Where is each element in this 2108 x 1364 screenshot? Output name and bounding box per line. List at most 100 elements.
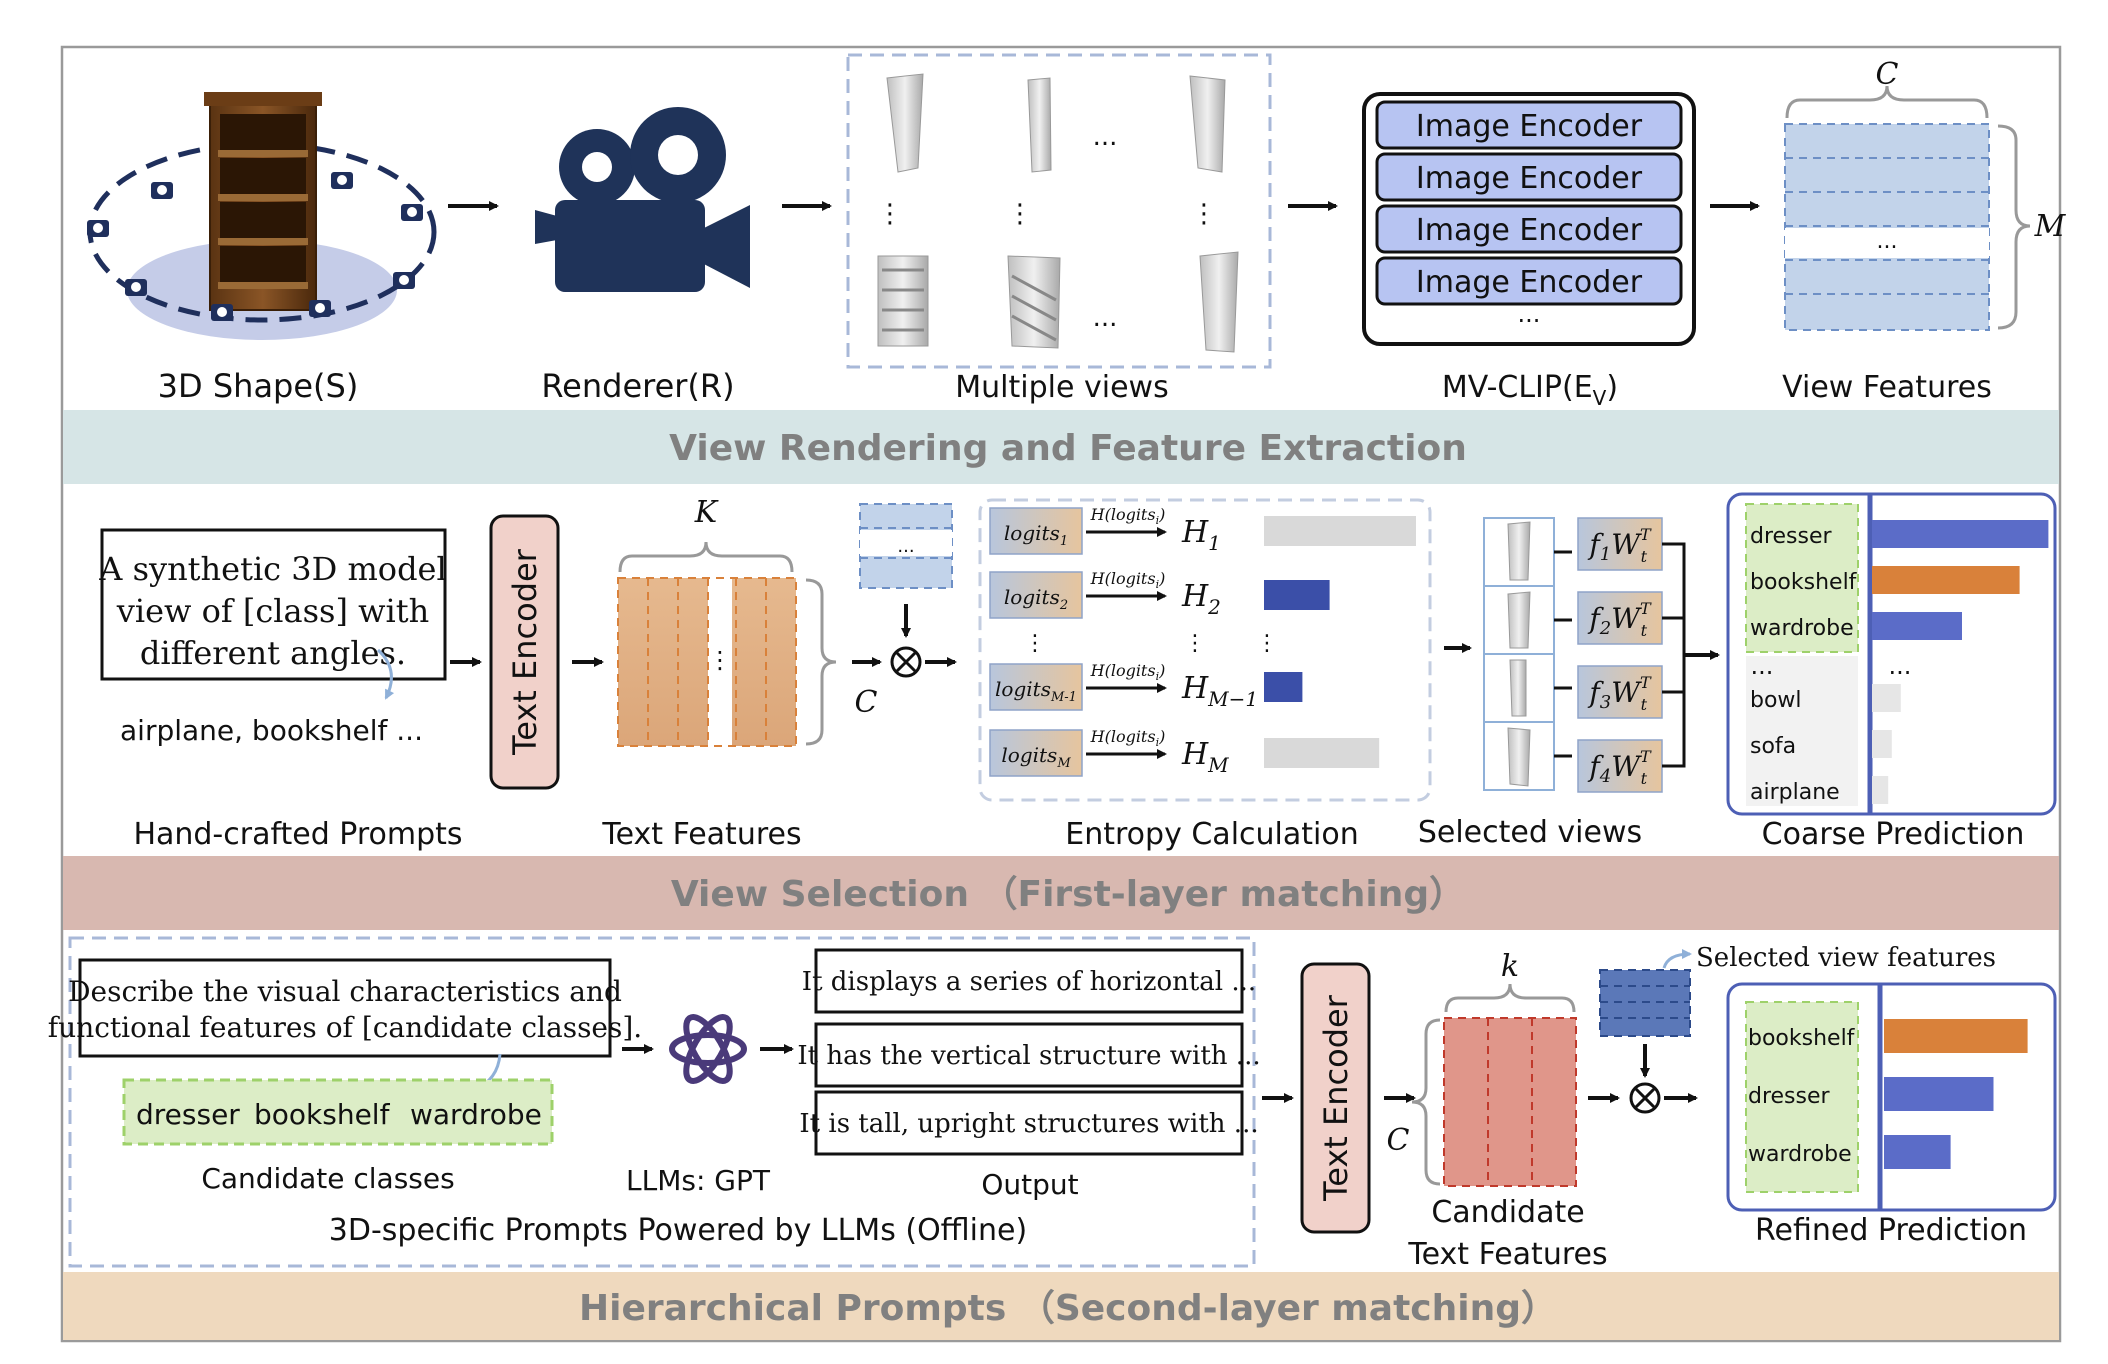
image-encoder-label: Image Encoder [1416,109,1643,144]
output-box [814,1022,1244,1088]
text-encoder-label: Text Encoder [506,548,544,756]
output-text: It is tall, upright structures with ... [799,1109,1258,1139]
movie-camera-icon [535,107,750,292]
orbit-camera-icon [309,300,331,317]
orbit-camera-icon [87,220,109,237]
output-box [814,1090,1244,1156]
candidate-features-label: Candidate [1431,1195,1584,1230]
coarse-bar [1872,566,2020,594]
coarse-dots: ... [1889,652,1912,680]
logit-rows: logits1H(logitsi)H1logits2H(logitsi)H2lo… [989,505,1416,777]
brace-k [1444,983,1576,1013]
refined-classes [1745,1001,1859,1193]
matmul-icon [890,646,922,678]
logits-label: logits2 [1004,585,1068,613]
entropy-bar [1264,738,1380,768]
image-encoder-block [1375,204,1683,254]
camera-icons [87,172,423,321]
section-band [63,410,2059,484]
text-features-dots: ⋮ [708,646,732,674]
logits-label: logitsM [1001,743,1071,771]
selected-view-feature-stack [1599,969,1691,1037]
brace-c [1411,1018,1441,1186]
candidate-features-label: Text Features [1407,1237,1607,1272]
image-encoders: Image Encoder Image Encoder Image Encode… [1375,100,1683,328]
views-vertical-dots: ⋮ [877,199,903,229]
offline-prompts-box [68,936,1256,1268]
entropy-label: Entropy Calculation [1065,817,1358,852]
prompt-line: different angles. [140,634,406,672]
brace-k-label: K [694,495,719,530]
logits-box [989,663,1083,711]
coarse-dots: ... [1751,652,1774,680]
section-hierarchical-prompts: Describe the visual characteristics and … [48,936,2059,1340]
view-thumbnail [1199,251,1239,353]
candidate-text-features [1443,1017,1577,1187]
candidate-class: dresser [136,1098,240,1131]
multiple-views-box [846,53,1272,369]
logit-vdots: ⋮ [1184,631,1206,656]
output-box [814,948,1244,1014]
section-view-selection: A synthetic 3D model view of [class] wit… [63,492,2059,930]
projection-box [1577,591,1663,645]
output-text: It displays a series of horizontal ... [802,967,1256,997]
brace-c [805,578,837,746]
candidate-classes-box [122,1078,554,1146]
orbit-camera-icon [151,182,173,199]
view-feature-stack: ... [859,503,953,589]
logit-vdots: ⋮ [1256,631,1278,656]
section-title: Hierarchical Prompts （Second-layer match… [579,1288,1557,1329]
entropy-value-label: H2 [1181,579,1221,619]
encoders-ellipsis: ... [1518,300,1541,328]
coarse-class-label: dresser [1750,524,1833,549]
prompt-template-box [100,528,447,681]
coarse-bar [1872,730,1892,758]
image-encoder-label: Image Encoder [1416,213,1643,248]
candidate-classes-label: Candidate classes [201,1162,454,1195]
figure-frame [60,45,2062,1343]
candidate-class: bookshelf [254,1098,391,1131]
view-features-ellipsis: ... [1877,229,1898,254]
text-features-matrix [617,577,797,747]
matmul-icon [1629,1082,1661,1114]
views-vertical-dots: ⋮ [1191,199,1217,229]
projection-connector [1662,542,1686,768]
coarse-bar [1872,776,1889,804]
refined-bar [1884,1135,1951,1169]
coarse-bar [1872,684,1901,712]
section-title: View Rendering and Feature Extraction [669,428,1467,469]
view-features-matrix [1784,123,1990,331]
entropy-box [978,498,1432,802]
brace-c-label: C [1387,1123,1410,1158]
orbit-camera-icon [211,304,233,321]
projection-box [1577,517,1663,571]
view-features-label: View Features [1782,370,1992,405]
view-thumbnail [1189,75,1226,173]
image-encoder-block [1375,152,1683,202]
renderer-label: Renderer(R) [541,367,734,405]
brace-c [1785,85,1989,119]
candidate-class: wardrobe [410,1098,542,1131]
selected-view-features-label: Selected view features [1696,943,1996,973]
image-encoder-block [1375,100,1683,150]
brace-k [618,541,794,573]
views-label: Multiple views [955,370,1168,405]
bookshelf-3d-model [87,92,437,340]
selected-views-label: Selected views [1418,815,1642,850]
entropy-function-label: H(logitsi) [1090,727,1166,749]
coarse-prediction-label: Coarse Prediction [1762,817,2025,852]
brace-m [1997,124,2031,330]
logits-label: logits1 [1004,521,1068,549]
views-ellipsis: ... [1093,122,1118,152]
coarse-class-label: bowl [1750,688,1802,713]
entropy-function-label: H(logitsi) [1090,661,1166,683]
logits-box [989,729,1083,777]
offline-label: 3D-specific Prompts Powered by LLMs (Off… [329,1213,1027,1248]
orbit-camera-icon [125,279,147,296]
output-label: Output [981,1168,1078,1201]
refined-bar [1884,1019,2028,1053]
